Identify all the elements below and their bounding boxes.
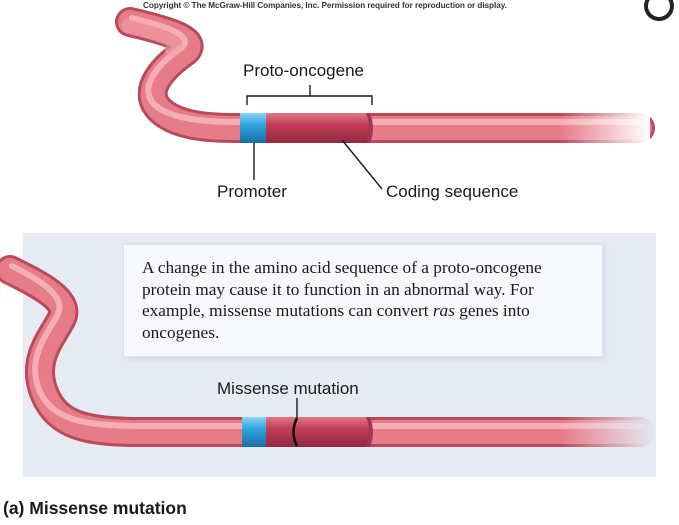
corner-logo-fragment xyxy=(644,0,674,21)
copyright-notice: Copyright © The McGraw-Hill Companies, I… xyxy=(143,1,507,10)
description-part2: genes into oncogenes. xyxy=(142,301,530,342)
description-ras: ras xyxy=(432,301,455,320)
proto-oncogene-label: Proto-oncogene xyxy=(243,61,364,80)
figure-caption: (a) Missense mutation xyxy=(3,498,187,518)
proto-oncogene-bracket xyxy=(246,85,373,105)
missense-mutation-label: Missense mutation xyxy=(217,379,359,398)
description-part1: A change in the amino acid sequence of a… xyxy=(142,258,542,320)
description-text: A change in the amino acid sequence of a… xyxy=(124,245,602,343)
coding-sequence-label: Coding sequence xyxy=(386,182,519,201)
promoter-label: Promoter xyxy=(217,182,287,201)
top-dna-strand xyxy=(115,7,655,148)
mutation-mark xyxy=(292,417,299,447)
coding-leader-line xyxy=(341,139,383,190)
bottom-dna-strand xyxy=(0,255,656,452)
description-box: A change in the amino acid sequence of a… xyxy=(124,245,602,356)
